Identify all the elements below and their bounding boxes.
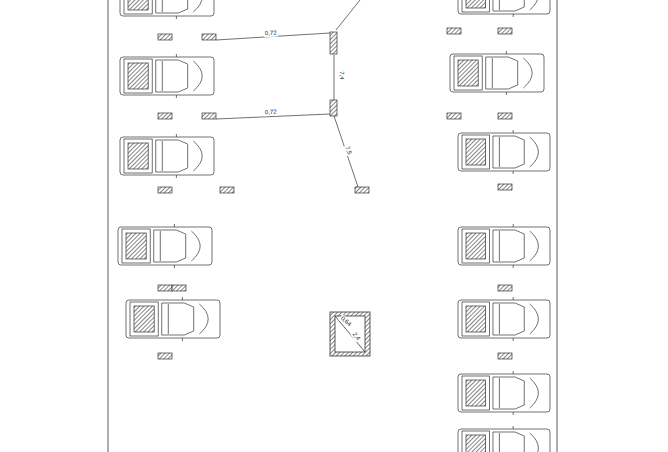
dimension-label: 7,4 [338, 70, 345, 80]
column [158, 353, 172, 359]
shaft-symbol [330, 312, 370, 356]
car-symbol [458, 0, 550, 17]
column [158, 187, 172, 193]
column [355, 187, 369, 193]
car-symbol [458, 297, 550, 341]
lane-edge [557, 0, 558, 452]
car-symbol [120, 0, 214, 19]
dimension-label: 7,5 [343, 144, 353, 156]
car-symbol [458, 371, 550, 415]
dimension-label: 0,72 [264, 30, 278, 38]
column [220, 187, 234, 193]
column [158, 113, 172, 119]
column [202, 113, 216, 119]
column [158, 285, 172, 291]
column [330, 32, 337, 54]
car-symbol [458, 224, 550, 268]
dimension-line [334, 116, 358, 187]
car-symbol [120, 54, 214, 98]
column [498, 353, 512, 359]
column [158, 34, 172, 40]
car-symbol [120, 134, 214, 178]
column [498, 184, 512, 190]
dimension-label: 0,72 [264, 109, 278, 117]
column [202, 34, 216, 40]
car-symbol [118, 224, 212, 268]
lane-edge [108, 0, 109, 452]
column [172, 285, 186, 291]
car-symbol [126, 297, 220, 341]
car-symbol [450, 51, 544, 95]
column [498, 285, 512, 291]
dimension-line [336, 0, 360, 30]
dimension-line [334, 55, 335, 100]
column [447, 28, 461, 34]
column [498, 113, 512, 119]
column [498, 28, 512, 34]
column [330, 100, 337, 116]
car-symbol [458, 426, 550, 452]
column [447, 113, 461, 119]
car-symbol [458, 130, 550, 174]
